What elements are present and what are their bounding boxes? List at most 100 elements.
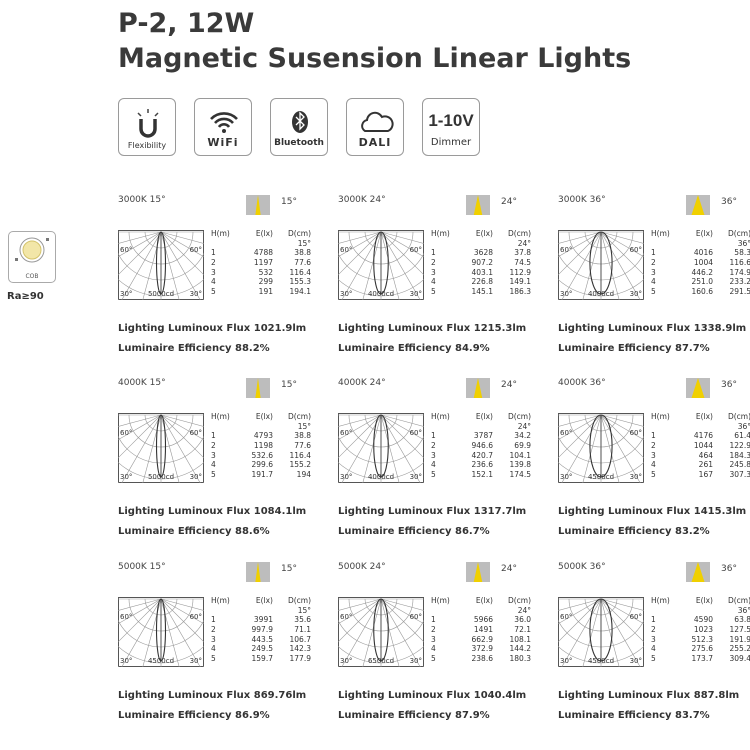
height-cell: 4 (431, 460, 436, 470)
diameter-cell: 36.0 (514, 615, 531, 625)
angle-tick-60-left: 60° (560, 246, 572, 254)
beam-swatch-icon (691, 378, 705, 398)
beam-swatch-icon (255, 562, 261, 582)
illuminance-cell: 173.7 (691, 654, 713, 664)
peak-intensity-label: 4500cd (148, 657, 174, 665)
height-cell: H(m) (651, 412, 670, 421)
feature-wifi: WiFi (194, 98, 252, 156)
height-cell: 4 (431, 277, 436, 287)
luminaire-efficiency: Luminaire Efficiency 83.7% (558, 710, 710, 721)
illuminance-cell: 532 (258, 267, 273, 277)
diameter-cell: 63.8 (734, 615, 750, 625)
diameter-cell: 142.3 (289, 644, 311, 654)
illuminance-cell: 191.7 (251, 470, 273, 480)
angle-tick-60-right: 60° (410, 613, 422, 621)
panel-title: 3000K 36° (558, 195, 606, 205)
angle-tick-60-right: 60° (190, 429, 202, 437)
diameter-cell: 38.8 (294, 431, 311, 441)
diameter-cell: 177.9 (289, 654, 311, 664)
feature-bluetooth: Bluetooth (270, 98, 328, 156)
beam-swatch-icon (691, 562, 705, 582)
illuminance-cell: 1198 (253, 441, 273, 451)
cob-chip-icon (15, 237, 49, 263)
angle-tick-60-left: 60° (120, 429, 132, 437)
diameter-cell: 35.6 (294, 615, 311, 625)
height-cell: 1 (651, 431, 656, 441)
height-cell: 5 (651, 654, 656, 664)
table-header: H(m)E(lx)D(cm) (211, 596, 311, 606)
cloud-icon (361, 111, 394, 132)
panel-title: 3000K 15° (118, 195, 166, 205)
beam-swatch-icon (473, 562, 483, 582)
angle-tick-30-left: 30° (560, 290, 572, 298)
diameter-cell: 174.5 (509, 470, 531, 480)
height-cell: 1 (651, 248, 656, 258)
feature-label: Dimmer (430, 137, 472, 148)
diameter-cell: 194 (296, 470, 311, 480)
height-cell: 3 (431, 634, 436, 644)
illuminance-cell: 3787 (473, 431, 493, 441)
feature-label: Flexibility (127, 141, 167, 150)
illuminance-cell: 299 (258, 277, 273, 287)
wifi-icon (210, 112, 238, 133)
height-cell: 4 (431, 644, 436, 654)
table-header: H(m)E(lx)D(cm) (651, 229, 750, 239)
panel-title: 3000K 24° (338, 195, 386, 205)
diameter-cell: 69.9 (514, 441, 531, 451)
polar-diagram: 60°60°30°30°4500cd (491, 597, 711, 709)
beam-swatch-icon (473, 195, 483, 215)
angle-tick-30-left: 30° (560, 473, 572, 481)
height-cell: 5 (211, 654, 216, 664)
illuminance-cell: 997.9 (251, 625, 273, 635)
illuminance-cell: E(lx) (695, 412, 713, 421)
diameter-cell: D(cm) (287, 229, 311, 238)
illuminance-cell: E(lx) (475, 596, 493, 605)
luminaire-efficiency: Luminaire Efficiency 88.2% (118, 343, 270, 354)
illuminance-cell: 4788 (253, 248, 273, 258)
diameter-cell: 155.2 (289, 460, 311, 470)
diameter-cell: 77.6 (294, 258, 311, 268)
height-cell: 3 (651, 450, 656, 460)
illuminance-cell: E(lx) (475, 412, 493, 421)
cob-label: COB (25, 273, 39, 280)
illuminance-cell: 160.6 (691, 287, 713, 297)
angle-tick-30-left: 30° (340, 657, 352, 665)
diameter-cell: 24° (517, 605, 531, 615)
diameter-cell: 108.1 (509, 634, 531, 644)
polar-diagram: 60°60°30°30°5000cd (51, 230, 271, 342)
angle-tick-60-right: 60° (630, 246, 642, 254)
angle-tick-30-right: 30° (410, 290, 422, 298)
table-angle-row: 15° (211, 239, 311, 249)
flexibility-icon (137, 109, 159, 138)
feature-label: Bluetooth (274, 138, 324, 148)
height-cell: 3 (211, 634, 216, 644)
diameter-cell: 139.8 (509, 460, 531, 470)
beam-swatch-icon (473, 378, 483, 398)
cob-chip: COB (8, 231, 56, 283)
illuminance-cell: 275.6 (691, 644, 713, 654)
diameter-cell: D(cm) (507, 229, 531, 238)
beam-angle-swatch (466, 378, 490, 398)
illuminance-cell: 532.6 (251, 450, 273, 460)
height-cell: H(m) (211, 596, 230, 605)
angle-tick-30-right: 30° (410, 473, 422, 481)
height-cell: 2 (431, 625, 436, 635)
luminous-flux: Lighting Luminoux Flux 887.8lm (558, 690, 740, 701)
beam-angle-swatch (466, 562, 490, 582)
diameter-cell: 307.3 (729, 470, 750, 480)
luminous-flux: Lighting Luminoux Flux 1040.4lm (338, 690, 527, 701)
diameter-cell: 74.5 (514, 258, 531, 268)
illuminance-cell: 4793 (253, 431, 273, 441)
beam-angle-swatch (686, 195, 710, 215)
